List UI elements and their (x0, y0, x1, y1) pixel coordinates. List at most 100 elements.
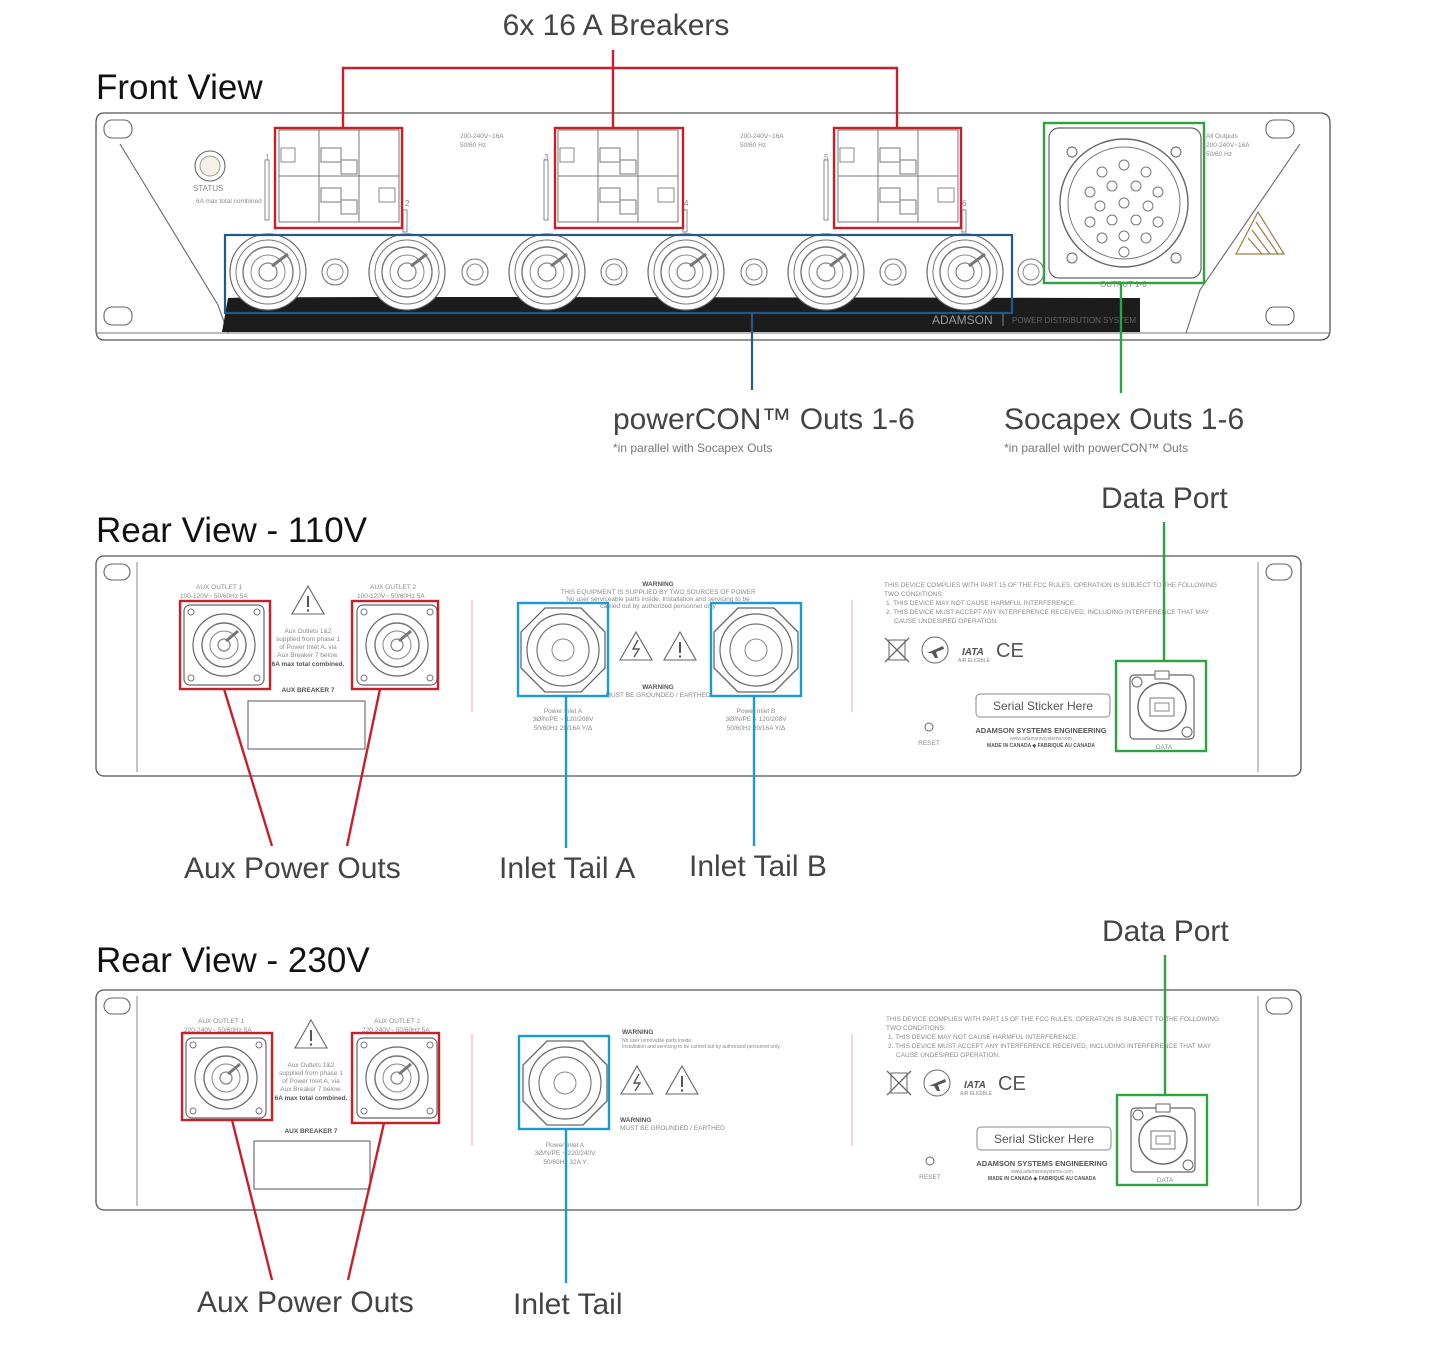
rear230-warning-line-1: No user removable parts inside. (622, 1038, 693, 1044)
rear110-aux-note-5: 6A max total combined. (272, 661, 345, 668)
front-panel: STATUS 6A max total combined 1 2 3 4 5 6… (95, 112, 1331, 341)
rear110-inlet-a-title: Power Inlet A (544, 708, 583, 715)
rear110-data-label: DATA (1156, 744, 1173, 751)
rear110-aux-note-1: Aux Outlets 1&2 (285, 628, 332, 635)
rear230-ground-warning-text: MUST BE GROUNDED / EARTHED (620, 1125, 725, 1132)
breaker-number-3: 3 (544, 153, 549, 162)
system-name: POWER DISTRIBUTION SYSTEM (1012, 316, 1136, 325)
rear110-made-in: MADE IN CANADA ◆ FABRIQUÉ AU CANADA (987, 741, 1095, 749)
data-port-110-callout-label: Data Port (1101, 482, 1228, 515)
breaker-number-1: 1 (265, 153, 270, 162)
socapex-callout-label: Socapex Outs 1-6 (1004, 403, 1244, 436)
all-outputs-voltage: 200-240V~16A (1206, 142, 1250, 149)
rear230-fcc-line-4: 2. THIS DEVICE MUST ACCEPT ANY INTERFERE… (888, 1043, 1212, 1050)
rear110-ce-mark: CE (996, 640, 1024, 662)
rear110-website: www.adamsonsystems.com (1010, 736, 1072, 742)
rear230-website: www.adamsonsystems.com (1011, 1169, 1073, 1175)
inlet-tail-b-callout-label: Inlet Tail B (689, 850, 827, 883)
breaker-number-2: 2 (405, 199, 410, 208)
rear230-fcc-line-2: TWO CONDITIONS: (886, 1025, 946, 1032)
rear230-serial-sticker: Serial Sticker Here (994, 1132, 1094, 1146)
rear230-aux-note-3: of Power Inlet A, via (282, 1078, 340, 1085)
rear110-air-eligible: AIR ELIGIBLE (958, 658, 991, 664)
status-note: 6A max total combined (196, 198, 262, 205)
rear230-aux1-spec: 220-240V~ 50/60Hz 5A (184, 1027, 252, 1034)
data-port-230-callout-label: Data Port (1102, 915, 1229, 948)
rear110-inlet-a-rating: 50/60Hz 20/16A Y/Δ (534, 725, 593, 732)
aux-power-230-callout (180, 1031, 441, 1281)
rear110-inlet-b-rating: 50/60Hz 20/16A Y/Δ (727, 725, 786, 732)
rear230-fcc-line-1: THIS DEVICE COMPLIES WITH PART 15 OF THE… (886, 1016, 1219, 1023)
aux-power-110-callout (178, 599, 440, 847)
all-outputs-title: All Outputs (1206, 133, 1239, 140)
rear230-warning-line-2: Installation and servicing to be carried… (622, 1044, 781, 1050)
breaker-spec-voltage-a: 200-240V~16A (460, 133, 504, 140)
rear230-warning-title: WARNING (622, 1029, 653, 1036)
rear230-reset-label: RESET (919, 1174, 941, 1181)
aux-power-110-callout-label: Aux Power Outs (184, 852, 401, 885)
data-port-110-callout (1114, 522, 1208, 753)
powercon-callout-note: *in parallel with Socapex Outs (613, 441, 772, 455)
rear230-aux2-spec: 220-240V~ 50/60Hz 5A (362, 1027, 430, 1034)
rear230-fcc-line-3: 1. THIS DEVICE MAY NOT CAUSE HARMFUL INT… (888, 1034, 1078, 1041)
inlet-tail-a-callout (516, 601, 610, 848)
data-port-230-callout (1115, 955, 1209, 1187)
rear110-fcc-line-1: THIS DEVICE COMPLIES WITH PART 15 OF THE… (884, 582, 1217, 589)
rear230-aux2-title: AUX OUTLET 2 (374, 1018, 421, 1025)
rear110-aux2-spec: 100-120V~ 50/60Hz 5A (357, 593, 425, 600)
rear110-warning-line-3: carried out by authorized personnel only (600, 603, 716, 610)
inlet-tail-callout-label: Inlet Tail (513, 1288, 623, 1321)
rear110-ground-warning-text: MUST BE GROUNDED / EARTHED (606, 692, 711, 699)
rear110-fcc-line-3: 1. THIS DEVICE MAY NOT CAUSE HARMFUL INT… (886, 600, 1076, 607)
rear-230-panel: AUX OUTLET 1 220-240V~ 50/60Hz 5A AUX OU… (95, 989, 1302, 1211)
brand-name: ADAMSON (932, 313, 993, 327)
front-view-title: Front View (96, 68, 263, 107)
rear230-aux-note-1: Aux Outlets 1&2 (288, 1062, 335, 1069)
all-outputs-freq: 50/60 Hz (1206, 151, 1232, 158)
rear110-warning-title: WARNING (642, 581, 673, 588)
rear110-fcc-line-2: TWO CONDITIONS: (884, 591, 944, 598)
aux-power-230-callout-label: Aux Power Outs (197, 1286, 414, 1319)
rear110-fcc-line-5: CAUSE UNDESIRED OPERATION. (894, 618, 998, 625)
rear230-aux-breaker-label: AUX BREAKER 7 (284, 1128, 337, 1135)
rear230-ground-warning-title: WARNING (620, 1117, 651, 1124)
status-label: STATUS (193, 184, 223, 193)
breaker-spec-freq-a: 50/60 Hz (460, 142, 486, 149)
adamson-logo-icon (1235, 210, 1286, 255)
rear110-ground-warning-title: WARNING (642, 684, 673, 691)
powercon-callout (223, 233, 1014, 390)
powercon-callout-label: powerCON™ Outs 1-6 (613, 403, 915, 436)
socapex-connector (1048, 127, 1202, 279)
rear110-serial-sticker: Serial Sticker Here (993, 699, 1093, 713)
ethercon-data-port (1130, 1103, 1196, 1173)
ethercon-data-port (1129, 670, 1195, 740)
rear110-inlet-b-voltage: 3Ø/N/PE ~ 120/208V (726, 716, 788, 723)
breaker-number-5: 5 (824, 153, 829, 162)
rear-230-title: Rear View - 230V (96, 941, 370, 980)
rear110-fcc-line-4: 2. THIS DEVICE MUST ACCEPT ANY INTERFERE… (886, 609, 1210, 616)
rear-110-title: Rear View - 110V (96, 511, 368, 550)
rear110-aux1-title: AUX OUTLET 1 (196, 584, 243, 591)
socapex-callout (1042, 121, 1206, 393)
rear110-reset-label: RESET (918, 740, 940, 747)
socapex-callout-note: *in parallel with powerCON™ Outs (1004, 441, 1188, 455)
rear230-made-in: MADE IN CANADA ◆ FABRIQUÉ AU CANADA (988, 1174, 1096, 1182)
breaker-spec-voltage-b: 200-240V~16A (740, 133, 784, 140)
rear110-iata-logo: IATA (962, 647, 984, 658)
rear110-inlet-a-voltage: 3Ø/N/PE ~ 120/208V (533, 716, 595, 723)
rear110-warning-line-1: THIS EQUIPMENT IS SUPPLIED BY TWO SOURCE… (560, 589, 756, 596)
rear230-data-label: DATA (1157, 1177, 1174, 1184)
rear230-aux-note-5: 6A max total combined. (275, 1095, 348, 1102)
rear230-company-name: ADAMSON SYSTEMS ENGINEERING (976, 1159, 1107, 1168)
rear110-aux-note-3: of Power Inlet A, via (279, 644, 337, 651)
rear110-warning-line-2: No user serviceable parts inside. Instal… (566, 596, 750, 603)
rear230-iata-logo: IATA (964, 1080, 986, 1091)
breaker-number-6: 6 (962, 199, 967, 208)
rear230-fcc-line-5: CAUSE UNDESIRED OPERATION. (896, 1052, 1000, 1059)
rear230-aux1-title: AUX OUTLET 1 (198, 1018, 245, 1025)
inlet-tail-b-callout (709, 601, 803, 846)
rear110-aux-note-2: supplied from phase 1 (276, 636, 340, 643)
breaker-spec-freq-b: 50/60 Hz (740, 142, 766, 149)
rear110-aux-note-4: Aux Breaker 7 below. (277, 652, 339, 659)
